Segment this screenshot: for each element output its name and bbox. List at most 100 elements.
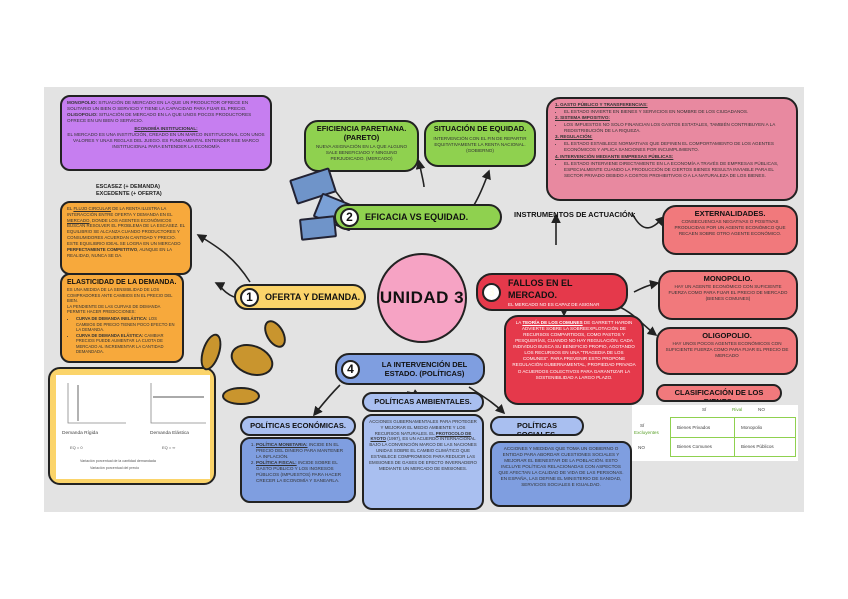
- economicas-title-box: POLÍTICAS ECONÓMICAS.: [240, 416, 356, 436]
- perfectamente-competitivo-term: PERFECTAMENTE COMPETITIVO: [67, 246, 138, 252]
- sociales-title-box: POLÍTICAS SOCIALES.: [490, 416, 584, 436]
- elasticidad-item-1: CURVA DE DEMANDA INELÁSTICA: LOS CAMBIOS…: [76, 316, 177, 333]
- instrumentos-box: 1. GASTO PÚBLICO Y TRANSFERENCIAS: EL ES…: [546, 97, 798, 201]
- inelastica-label: CURVA DE DEMANDA INELÁSTICA:: [76, 315, 148, 321]
- charts-panel: [56, 375, 210, 479]
- teoria-comunes-box: LA TEORÍA DE LOS COMUNES DE GARRETT HARD…: [504, 315, 644, 405]
- branch-2-eficacia[interactable]: 2 EFICACIA VS EQUIDAD.: [334, 204, 502, 230]
- oligopolio-label: OLIGOPOLIO:: [67, 112, 98, 118]
- branch-3-number: 3: [482, 283, 501, 302]
- monopolio-right-box: MONOPOLIO. HAY UN AGENTE ECONÓMICO CON S…: [658, 270, 798, 320]
- chart-caption-1: Variación porcentual de la cantidad dema…: [80, 459, 156, 463]
- flujo-text-3: , DONDE LOS AGENTES ECONÓMICOS BUSCAN RE…: [67, 217, 185, 246]
- clasificacion-table: SÍ Rival NO SÍ Excluyentes NO Bienes Pri…: [632, 405, 798, 461]
- oligopolio-text: SITUACIÓN DE MERCADO EN LA QUE UNOS POCO…: [67, 112, 252, 124]
- arrow-to-equidad: [473, 169, 491, 206]
- branch-1-label: OFERTA Y DEMANDA.: [265, 292, 361, 302]
- inelastica-text: LOS CAMBIOS DE PRECIO TIENEN POCO EFECTO…: [76, 315, 175, 333]
- flujo-text-1: EL: [67, 206, 74, 211]
- arrow-to-elasticidad: [214, 282, 235, 298]
- elasticidad-item-2: CURVA DE DEMANDA ELÁSTICA: CAMBIAR PRECI…: [76, 333, 177, 355]
- demanda-elastica-label: Demanda Elástica: [150, 431, 189, 436]
- ambientales-body-box: ACCIONES GUBERNAMENTALES PARA PROTEGER Y…: [362, 414, 484, 510]
- oligopolio-right-text: HAY UNOS POCOS AGENTES ECONÓMICOS CON SU…: [665, 340, 789, 358]
- demand-charts-box: Demanda Rígida Demanda Elástica EQ = 0 E…: [48, 367, 216, 485]
- instrumento-1-text: EL ESTADO INVIERTE EN BIENES Y SERVICIOS…: [564, 109, 789, 115]
- elasticidad-p2: LA PENDIENTE DE LAS CURVAS DE DEMANDA PE…: [67, 303, 161, 315]
- branch-1-oferta-demanda[interactable]: 1 OFERTA Y DEMANDA.: [234, 284, 366, 310]
- instrumento-3-title: 3. REGULACIÓN:: [555, 134, 593, 140]
- teoria-comunes-term: TEORÍA DE LOS COMUNES: [522, 320, 583, 325]
- clasificacion-title-box: CLASIFICACIÓN DE LOS BIENES:: [656, 384, 782, 402]
- sociales-title: POLÍTICAS SOCIALES.: [516, 421, 558, 436]
- equidad-title: SITUACIÓN DE EQUIDAD.: [433, 124, 527, 133]
- arrow-to-economicas: [313, 384, 341, 417]
- branch-2-label: EFICACIA VS EQUIDAD.: [365, 212, 469, 222]
- elasticidad-p1: ES UNA MEDIDA DE LA SENSIBILIDAD DE LOS …: [67, 287, 173, 304]
- ambientales-text-1: ACCIONES GUBERNAMENTALES PARA PROTEGER Y…: [369, 419, 477, 436]
- economia-institucional-title: ECONOMÍA INSTITUCIONAL:: [134, 126, 198, 132]
- excedente-line: EXCEDENTE (+ OFERTA): [96, 191, 162, 198]
- elasticidad-title: ELASTICIDAD DE LA DEMANDA.: [67, 279, 177, 286]
- politica-fiscal-text: INCIDE SOBRE EL GASTO PÚBLICO Y LOS INGR…: [256, 460, 342, 484]
- monopolio-definitions-box: MONOPOLIO: SITUACIÓN DE MERCADO EN LA QU…: [60, 95, 272, 171]
- politica-fiscal-item: POLÍTICA FISCAL: INCIDE SOBRE EL GASTO P…: [256, 460, 349, 484]
- flujo-text-2: DE LA RENTA ILUSTRA LA INTERACCIÓN ENTRE…: [67, 206, 173, 217]
- arrow-to-monopolio-box: [415, 159, 426, 188]
- row-si: SÍ: [640, 423, 645, 428]
- flujo-text-4: , AUNQUE EN LA REALIDAD, NUNCA SE DA.: [67, 246, 172, 258]
- bienes-grid: Bienes Privados Monopolio Bienes Comunes…: [669, 417, 796, 457]
- ambientales-text-2: (1997), ES UN ACUERDO INTERNACIONAL BAJO…: [369, 436, 477, 471]
- ambientales-title-box: POLÍTICAS AMBIENTALES.: [362, 392, 484, 412]
- escasez-line: ESCASEZ (+ DEMANDA): [96, 184, 161, 190]
- mind-map-board: MONOPOLIO: SITUACIÓN DE MERCADO EN LA QU…: [44, 87, 804, 512]
- instrumentos-label: INSTRUMENTOS DE ACTUACIÓN:: [514, 210, 636, 219]
- elastica-label: CURVA DE DEMANDA ELÁSTICA:: [76, 332, 144, 338]
- comunes-text-1: LA: [515, 320, 523, 325]
- instrumento-4-text: EL ESTADO INTERVIENE DIRECTAMENTE EN LA …: [564, 161, 789, 179]
- comunes-text-2: DE GARRETT HARDIN ADVIERTE SOBRE LA SOBR…: [512, 320, 636, 380]
- unidad-3-center[interactable]: UNIDAD 3: [377, 253, 467, 343]
- economia-institucional-text: EL MERCADO ES UNA INSTITUCIÓN, CREADO EN…: [67, 132, 265, 150]
- center-title: UNIDAD 3: [379, 288, 465, 307]
- protocolo-kyoto-term: PROTOCOLO DE KYOTO: [370, 430, 472, 442]
- branch-4-number: 4: [341, 359, 360, 379]
- instrumento-2-title: 2. SISTEMA IMPOSITIVO:: [555, 115, 610, 121]
- flujo-circular-box: EL FLUJO CIRCULAR DE LA RENTA ILUSTRA LA…: [60, 201, 192, 275]
- elasticidad-box: ELASTICIDAD DE LA DEMANDA. ES UNA MEDIDA…: [60, 273, 184, 363]
- economicas-title: POLÍTICAS ECONÓMICAS.: [250, 421, 346, 430]
- arrow-to-flujo: [196, 234, 251, 283]
- politica-monetaria-label: POLÍTICA MONETARIA:: [256, 442, 308, 447]
- monopolio-text: SITUACIÓN DE MERCADO EN LA QUE UN PRODUC…: [67, 100, 249, 112]
- arrow-to-monopolio-r: [633, 280, 660, 293]
- arrow-to-sociales: [468, 386, 506, 415]
- cell-bienes-comunes: Bienes Comunes: [669, 436, 736, 457]
- branch-3-text: EL MERCADO NO ES CAPAZ DE ASIGNAR EFICIE…: [508, 301, 600, 311]
- row-no: NO: [638, 445, 645, 450]
- col-no: NO: [758, 407, 765, 412]
- oligopolio-right-title: OLIGOPOLIO.: [702, 331, 752, 340]
- chart-caption-2: Variación porcentual del precio: [90, 466, 140, 470]
- oligopolio-right-box: OLIGOPOLIO. HAY UNOS POCOS AGENTES ECONÓ…: [656, 327, 798, 375]
- branch-3-fallos[interactable]: 3 FALLOS EN EL MERCADO. EL MERCADO NO ES…: [476, 273, 628, 311]
- elastica-text: CAMBIAR PRECIOS PUEDE AUMENTAR LA CUOTA …: [76, 332, 164, 355]
- sociales-text: ACCIONES Y MEDIDAS QUE TOMA UN GOBIERNO …: [498, 446, 624, 488]
- ambientales-title: POLÍTICAS AMBIENTALES.: [374, 397, 472, 406]
- coins-icon: [194, 305, 304, 415]
- externalidades-text: CONSECUENCIAS NEGATIVAS O POSITIVAS PROD…: [674, 218, 786, 236]
- branch-3-label: FALLOS EN EL MERCADO.: [508, 278, 573, 300]
- escasez-labels: ESCASEZ (+ DEMANDA) EXCEDENTE (+ OFERTA): [96, 184, 162, 198]
- col-si: SÍ: [702, 407, 707, 412]
- branch-4-intervencion[interactable]: 4 LA INTERVENCIÓN DEL ESTADO. (POLÍTICAS…: [335, 353, 485, 385]
- eq-infinity-label: EQ = ∞: [162, 445, 176, 450]
- eq-zero-label: EQ = 0: [70, 445, 83, 450]
- branch-2-number: 2: [340, 207, 359, 227]
- externalidades-title: EXTERNALIDADES.: [694, 209, 766, 218]
- monopolio-right-text: HAY UN AGENTE ECONÓMICO CON SUFICIENTE F…: [668, 283, 788, 301]
- instrumento-3-text: EL ESTADO ESTABLECE NORMATIVAS QUE DEFIN…: [564, 141, 789, 153]
- eficiencia-title: EFICIENCIA PARETIANA. (PARETO): [316, 124, 407, 142]
- politica-fiscal-label: POLÍTICA FISCAL:: [256, 460, 297, 466]
- col-rival: Rival: [732, 407, 743, 412]
- branch-4-label: LA INTERVENCIÓN DEL ESTADO. (POLÍTICAS): [381, 360, 468, 378]
- arrow-to-externalidades: [631, 212, 666, 229]
